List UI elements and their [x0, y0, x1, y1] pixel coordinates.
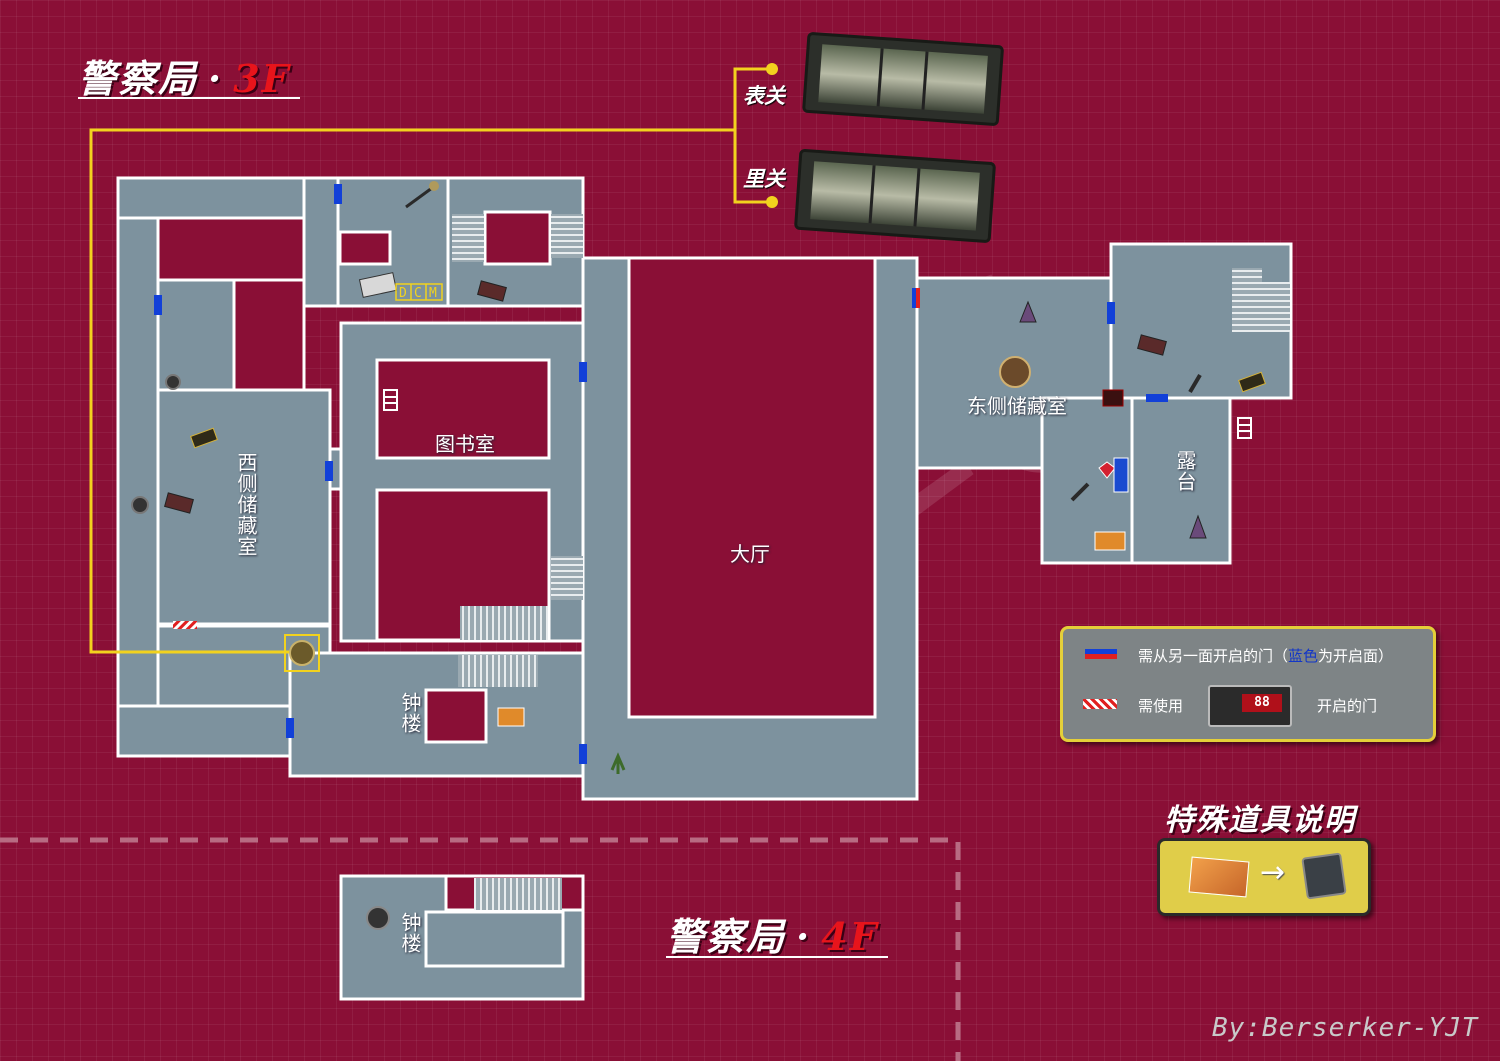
floor-3f-separator: · — [208, 56, 224, 101]
ammo-box-icon[interactable] — [1238, 371, 1266, 393]
door-blue[interactable] — [154, 295, 162, 315]
floor-4f-title: 警察局·4F — [666, 906, 879, 961]
terrace — [1130, 396, 1232, 565]
west-corridor — [116, 176, 160, 758]
route-node-back — [766, 196, 778, 208]
dcm-d: D — [399, 286, 407, 301]
ladder-icon — [383, 389, 1252, 439]
floor-4f-separator: · — [796, 914, 812, 959]
room-west-storage: 西侧储藏室 — [234, 452, 258, 557]
south-west-corridor — [116, 704, 292, 758]
special-items-title: 特殊道具说明 — [1164, 803, 1356, 838]
floor-3f-title: 警察局·3F — [78, 48, 291, 103]
route-line — [89, 67, 772, 654]
ammo-icon[interactable] — [1102, 389, 1124, 407]
door-hatched[interactable] — [173, 621, 197, 629]
legend-red-door-after: 开启的门 — [1317, 697, 1378, 715]
device-part-icon — [1301, 852, 1347, 900]
device-icon: 88 — [1208, 685, 1292, 727]
legend-blue-door-suffix: 为开启面） — [1318, 647, 1394, 665]
legend-panel: 需从另一面开启的门（蓝色为开启面） 需使用 88 开启的门 — [1060, 626, 1436, 742]
statue-icon[interactable] — [1113, 457, 1129, 493]
herb-icon[interactable] — [610, 752, 626, 774]
north-corridor-west — [116, 176, 306, 220]
ammo-box-icon[interactable] — [190, 427, 218, 449]
room-terrace: 露台 — [1173, 450, 1197, 492]
herb-icon[interactable] — [1019, 300, 1037, 323]
dcm-m: M — [429, 286, 437, 301]
items — [131, 181, 1266, 930]
door-blue[interactable] — [579, 362, 587, 382]
door-blue[interactable] — [286, 718, 294, 738]
credit-text: By:Berserker-YJT — [1212, 1013, 1479, 1043]
ammo-icon[interactable] — [1137, 334, 1167, 356]
stairs-icon — [452, 214, 1290, 910]
special-items-box: → — [1157, 838, 1371, 916]
door-blue[interactable] — [325, 461, 333, 481]
ammo-icon[interactable] — [164, 492, 194, 514]
door-blue[interactable] — [1107, 302, 1115, 324]
grenade-icon[interactable] — [131, 496, 149, 514]
legend-red-door-before: 需使用 — [1138, 697, 1184, 715]
floor-3f-number: 3F — [233, 56, 291, 101]
ammo-icon[interactable] — [477, 280, 507, 302]
room-main-hall: 大厅 — [730, 542, 770, 566]
back-door-image — [794, 149, 996, 243]
door-blue[interactable] — [334, 184, 342, 204]
dcm-panel: D C M — [395, 283, 443, 301]
chest-icon[interactable] — [1094, 531, 1126, 551]
herb-icon[interactable] — [1189, 514, 1207, 539]
door-blue[interactable] — [1146, 394, 1168, 402]
floor-3f-underline — [78, 97, 300, 99]
knife-icon[interactable] — [1188, 373, 1202, 394]
front-label: 表关 — [743, 83, 785, 108]
front-door-image — [802, 32, 1004, 126]
legend-hatched-icon — [1083, 699, 1117, 709]
room-clock-tower-4f: 钟楼 — [398, 912, 422, 954]
floor-4f-underline — [666, 956, 888, 958]
typewriter-icon[interactable] — [358, 272, 398, 298]
route-node-front — [766, 63, 778, 75]
legend-blue-door-prefix: 需从另一面开启的门（ — [1138, 647, 1289, 665]
gear-icon[interactable] — [999, 356, 1031, 388]
device-display: 88 — [1242, 694, 1282, 712]
medallion-icon[interactable] — [289, 640, 315, 666]
chest-icon[interactable] — [497, 707, 525, 727]
key-icon[interactable] — [405, 181, 439, 209]
arrow-icon: → — [1260, 855, 1286, 890]
back-label: 里关 — [743, 166, 785, 191]
room-east-storage: 东侧储藏室 — [967, 394, 1067, 418]
legend-blue-door-accent: 蓝色 — [1288, 647, 1319, 665]
room-library: 图书室 — [435, 432, 495, 456]
floor-3f-title-text: 警察局 — [78, 56, 199, 101]
knife-icon[interactable] — [1070, 482, 1090, 502]
floor-4f-number: 4F — [821, 914, 879, 959]
floor-4f-title-text: 警察局 — [666, 914, 787, 959]
grenade-icon[interactable] — [165, 374, 181, 390]
medallion-slot — [284, 634, 320, 672]
legend-blue-door-icon — [1085, 649, 1117, 659]
crank-icon[interactable] — [366, 906, 390, 930]
dcm-c: C — [414, 286, 422, 301]
chest-icon — [1188, 856, 1250, 898]
legend-blue-door-text: 需从另一面开启的门（蓝色为开启面） — [1138, 645, 1393, 666]
room-clock-tower-3f: 钟楼 — [398, 692, 422, 734]
door-blue[interactable] — [579, 744, 587, 764]
